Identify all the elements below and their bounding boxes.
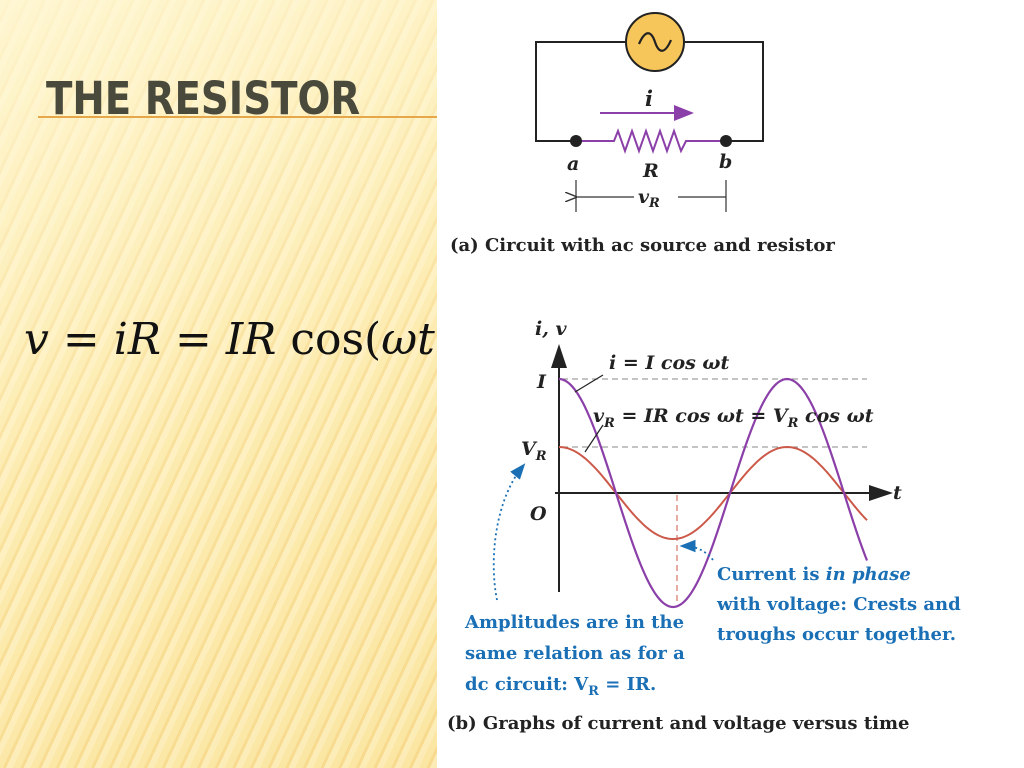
amplitude-note-arrow — [492, 463, 526, 601]
phase-note: Current is in phase with voltage: Crests… — [716, 564, 961, 645]
amplitude-VR-main: V — [521, 438, 538, 460]
caption-b-text: Graphs of current and voltage versus tim… — [477, 713, 910, 734]
phase-note-1b: in phase — [826, 564, 911, 585]
y-axis-label: i, v — [535, 318, 567, 340]
figure-panel: i R a b vR (a) Circuit with ac source an… — [437, 0, 1024, 768]
eq-equals-1: = — [62, 314, 100, 365]
phase-note-line-1: Current is in phase — [717, 564, 911, 585]
voltage-eq-end: cos ωt — [798, 405, 873, 427]
current-label: i — [645, 86, 653, 111]
current-eq-leader — [574, 374, 604, 393]
amplitude-VR-label: VR — [521, 438, 547, 464]
amplitude-note-line-3: dc circuit: VR = IR. — [465, 674, 656, 699]
caption-a-tag: (a) — [450, 235, 479, 256]
ohm-equation: v = iR = IR cos(ωt) — [24, 314, 452, 365]
voltage-eq-mid: = IR cos ωt = V — [615, 405, 790, 427]
eq-omega: ω — [381, 314, 418, 365]
eq-r: R — [127, 314, 161, 365]
resistor-zigzag — [576, 127, 726, 155]
resistor-label: R — [642, 160, 659, 182]
voltage-eq-v: v — [593, 405, 605, 427]
circuit-wire — [535, 41, 764, 142]
phase-note-arrow — [679, 539, 714, 561]
eq-i: i — [113, 314, 128, 365]
figure-svg: i R a b vR (a) Circuit with ac source an… — [447, 12, 961, 734]
amplitude-note: Amplitudes are in the same relation as f… — [464, 612, 685, 699]
node-b-label: b — [719, 151, 732, 173]
caption-b-tag: (b) — [447, 713, 477, 734]
amplitude-note-3sub: R — [588, 684, 599, 699]
phase-note-line-3: troughs occur together. — [717, 624, 956, 645]
eq-equals-2: = — [174, 314, 212, 365]
phase-note-line-2: with voltage: Crests and — [716, 594, 961, 615]
voltage-label-main: v — [638, 186, 650, 208]
voltage-label-sub: R — [648, 196, 660, 211]
title-underline — [38, 116, 438, 118]
node-a-dot — [570, 135, 582, 147]
amplitude-note-line-1: Amplitudes are in the — [464, 612, 684, 633]
amplitude-VR-sub: R — [535, 449, 547, 464]
current-equation: i = I cos ωt — [609, 352, 730, 374]
x-axis-label: t — [893, 482, 902, 504]
sine-wave-icon — [637, 32, 673, 52]
caption-b: (b) Graphs of current and voltage versus… — [447, 713, 910, 734]
eq-cos: cos( — [290, 314, 382, 365]
voltage-label: vR — [638, 186, 660, 211]
circuit-diagram: i R a b vR (a) Circuit with ac source an… — [450, 12, 835, 256]
eq-v: v — [24, 314, 49, 365]
amplitude-note-3a: dc circuit: V — [465, 674, 589, 695]
origin-label: O — [530, 503, 547, 525]
amplitude-note-3b: = IR. — [599, 674, 656, 695]
voltage-eq-sub1: R — [603, 416, 615, 431]
voltage-curve — [558, 445, 868, 541]
voltage-equation: vR = IR cos ωt = VR cos ωt — [593, 405, 874, 431]
node-a-label: a — [567, 153, 579, 175]
amplitude-I-label: I — [536, 371, 547, 393]
eq-t: t — [417, 314, 435, 365]
node-b-dot — [720, 135, 732, 147]
caption-a: (a) Circuit with ac source and resistor — [450, 235, 835, 256]
phase-note-1a: Current is — [717, 564, 826, 585]
amplitude-note-line-2: same relation as for a — [465, 643, 685, 664]
caption-a-text: Circuit with ac source and resistor — [479, 235, 836, 256]
eq-ir: IR — [225, 314, 277, 365]
current-curve — [558, 377, 869, 609]
graph-diagram: i, v t I VR O i = I cos ωt vR = IR cos ω… — [447, 318, 961, 734]
voltage-eq-leader — [584, 424, 604, 453]
voltage-eq-sub2: R — [787, 416, 799, 431]
